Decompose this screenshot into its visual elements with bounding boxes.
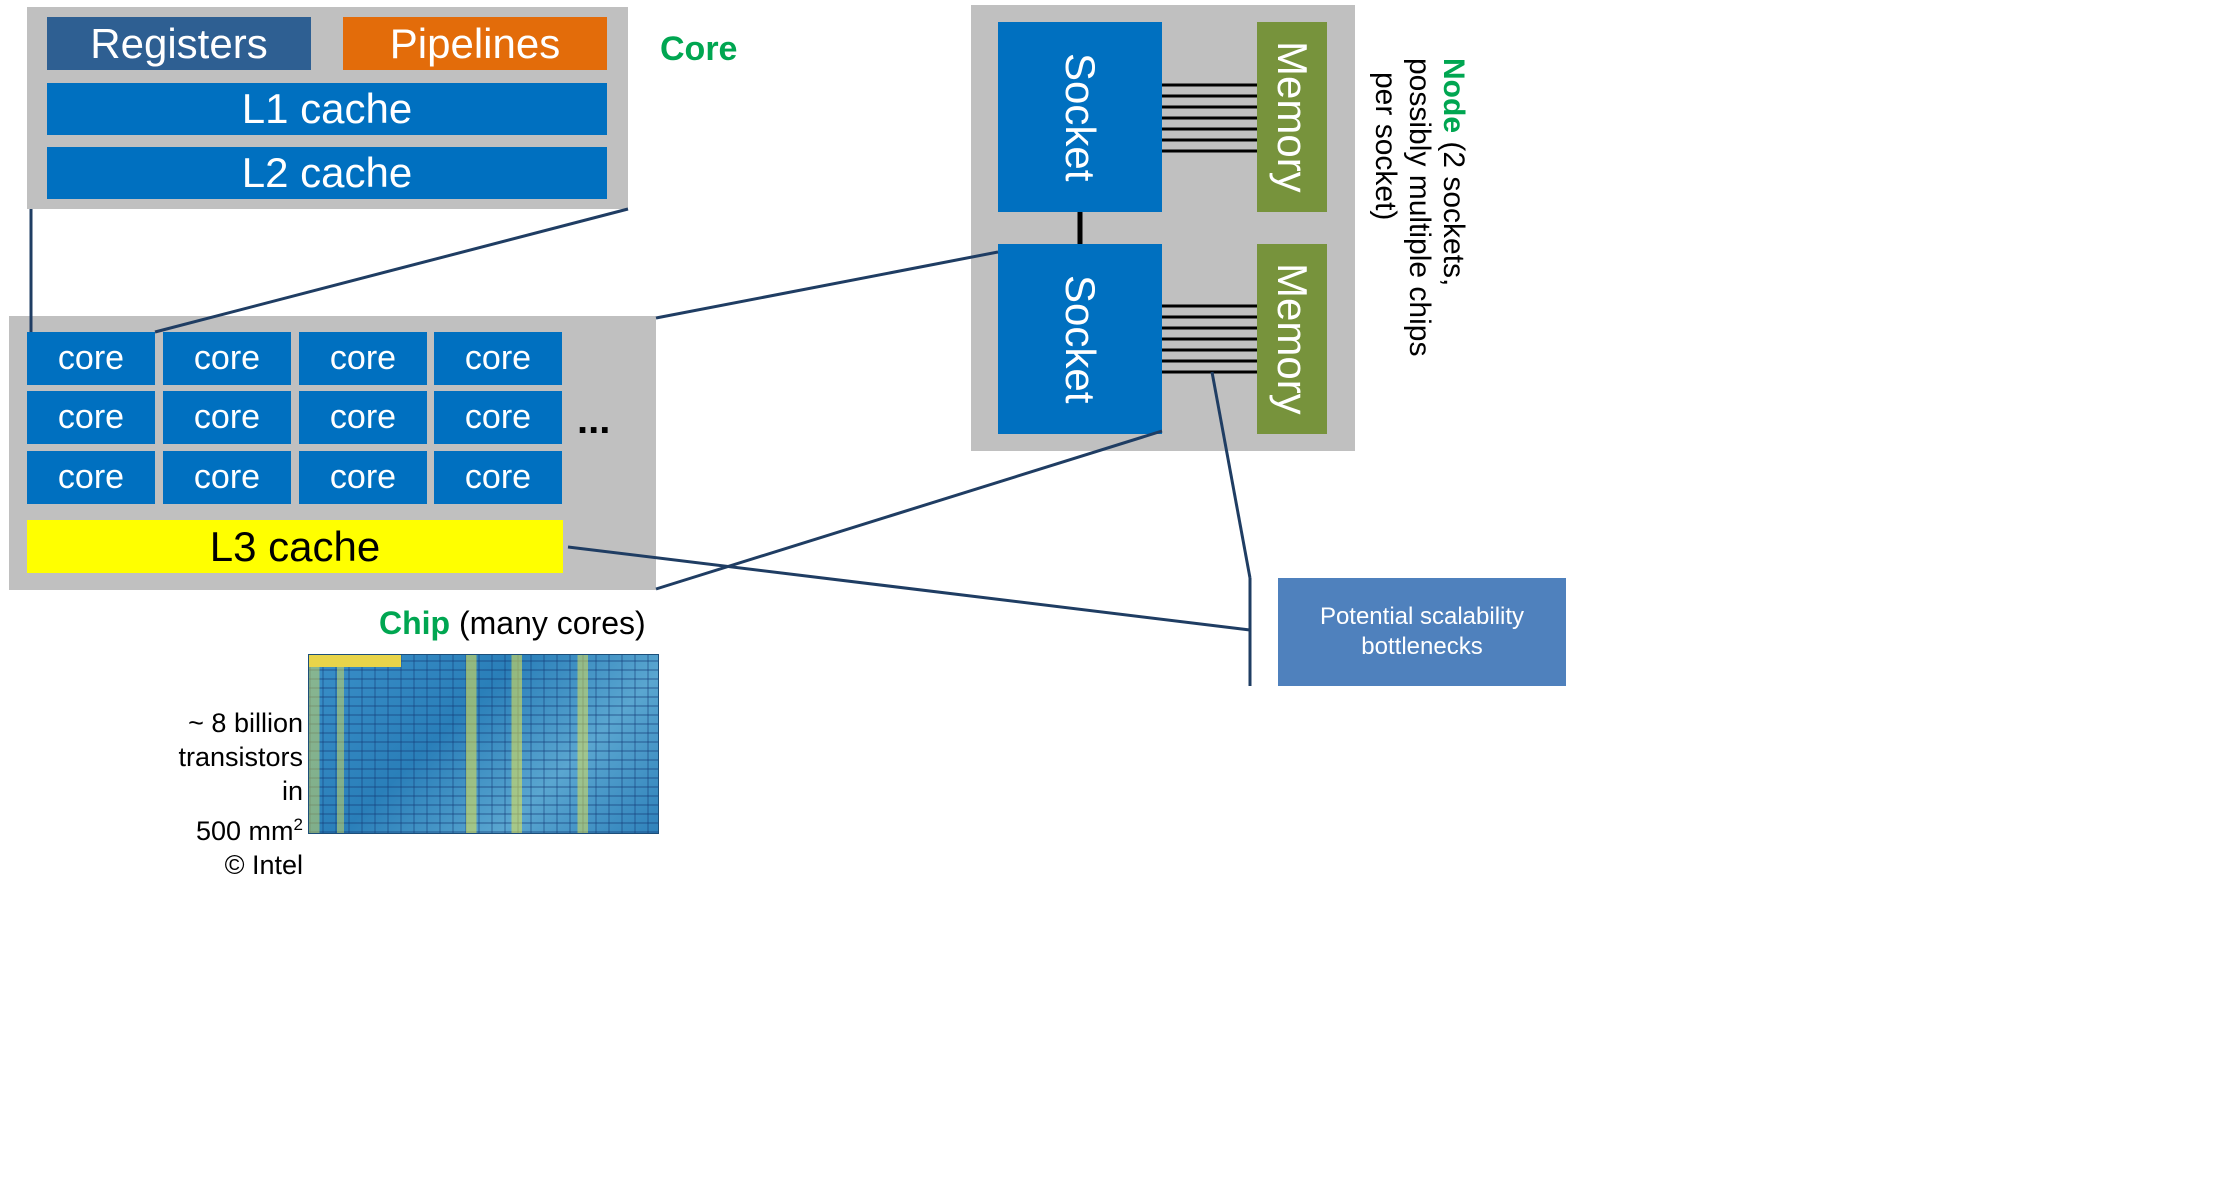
node-title-rest-1: (2 sockets,	[1437, 133, 1470, 287]
core-cell: core	[299, 391, 427, 444]
core-cell: core	[27, 332, 155, 385]
node-title: Node (2 sockets, possibly multiple chips…	[1368, 58, 1470, 356]
die-caption-line3: 500 mm2	[150, 808, 303, 848]
node-title-strong: Node	[1437, 58, 1470, 133]
core-cell: core	[299, 451, 427, 504]
l3-cache-box: L3 cache	[27, 520, 563, 573]
registers-box: Registers	[47, 17, 311, 70]
die-caption-line2: transistors in	[178, 742, 303, 806]
memory-bus-bottom	[1162, 304, 1257, 374]
die-caption-area: 500 mm	[195, 816, 294, 846]
socket-bottom-label: Socket	[1057, 274, 1104, 404]
die-caption: ~ 8 billion transistors in 500 mm2 © Int…	[150, 706, 303, 882]
bottleneck-line-bus	[1210, 371, 1252, 579]
pipelines-box: Pipelines	[343, 17, 607, 70]
die-caption-sup: 2	[293, 815, 303, 834]
memory-bus-top	[1162, 83, 1257, 153]
node-title-line1: Node (2 sockets,	[1436, 58, 1470, 356]
core-cell: core	[27, 391, 155, 444]
chip-socket-line-top	[655, 250, 999, 320]
memory-bottom: Memory	[1257, 244, 1327, 434]
bottleneck-line1: Potential scalability	[1319, 603, 1525, 630]
core-cell: core	[163, 332, 291, 385]
core-zoom-line-right	[154, 207, 629, 334]
core-cell: core	[434, 391, 562, 444]
core-cell: core	[434, 332, 562, 385]
die-caption-line4: © Intel	[224, 850, 303, 880]
core-cell: core	[163, 391, 291, 444]
socket-top: Socket	[998, 22, 1162, 212]
node-title-line3: per socket)	[1369, 72, 1402, 221]
memory-top-label: Memory	[1269, 41, 1316, 193]
chip-title: Chip (many cores)	[379, 605, 646, 642]
chip-socket-line-bottom	[655, 429, 1163, 591]
core-cell: core	[27, 451, 155, 504]
l1-cache-box: L1 cache	[47, 83, 607, 135]
memory-bottom-label: Memory	[1269, 263, 1316, 415]
socket-bottom: Socket	[998, 244, 1162, 434]
chip-die-image	[308, 654, 659, 834]
chip-title-strong: Chip	[379, 605, 451, 641]
core-cell: core	[434, 451, 562, 504]
cores-ellipsis: ...	[577, 398, 611, 442]
bottleneck-line-l3	[567, 545, 1251, 632]
die-top-strip	[309, 655, 401, 667]
core-cell: core	[299, 332, 427, 385]
chip-title-rest: (many cores)	[450, 605, 646, 641]
core-title: Core	[660, 30, 738, 68]
bottleneck-box: Potential scalability bottlenecks	[1278, 578, 1566, 686]
bottleneck-line2: bottlenecks	[1361, 633, 1483, 660]
l2-cache-box: L2 cache	[47, 147, 607, 199]
socket-top-label: Socket	[1057, 52, 1104, 182]
memory-top: Memory	[1257, 22, 1327, 212]
node-title-line2: possibly multiple chips	[1403, 58, 1436, 357]
core-cell: core	[163, 451, 291, 504]
die-caption-line1: ~ 8 billion	[188, 708, 303, 738]
